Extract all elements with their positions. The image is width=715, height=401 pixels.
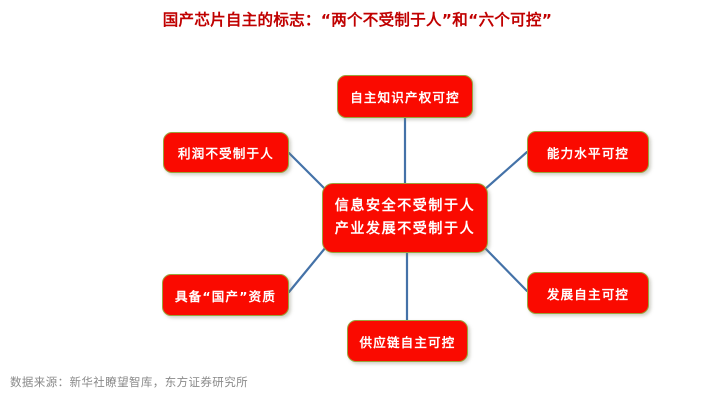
- page-title: 国产芯片自主的标志：“两个不受制于人”和“六个可控”: [162, 11, 553, 29]
- node-development-autonomy[interactable]: 发展自主可控: [527, 272, 649, 314]
- connector-center-to-left-bottom: [287, 245, 328, 294]
- node-supply-chain-autonomy[interactable]: 供应链自主可控: [347, 320, 468, 362]
- node-domestic-qualification[interactable]: 具备“国产”资质: [162, 274, 289, 316]
- connector-center-to-right-bottom: [482, 245, 529, 293]
- connector-center-to-right-top: [482, 150, 529, 192]
- node-capability-level[interactable]: 能力水平可控: [527, 131, 649, 173]
- node-top-intellectual-property[interactable]: 自主知识产权可控: [337, 75, 473, 118]
- node-profit-independence[interactable]: 利润不受制于人: [163, 132, 289, 173]
- source-note: 数据来源：新华社瞭望智库，东方证券研究所: [10, 375, 248, 389]
- node-center-hub[interactable]: 信息安全不受制于人 产业发展不受制于人: [322, 183, 488, 253]
- connector-center-to-left-top: [287, 151, 328, 192]
